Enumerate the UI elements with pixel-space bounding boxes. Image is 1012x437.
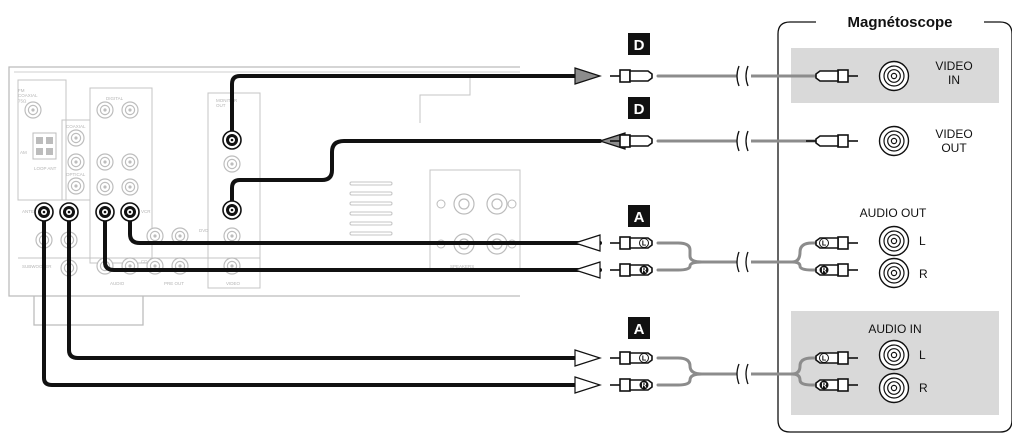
vcr-video-in-jack	[878, 60, 910, 92]
label-antenna: ANTENNA	[22, 209, 44, 214]
audio-out-r-label: R	[919, 267, 928, 281]
plug-mark-l: L	[822, 241, 827, 248]
label-optical: OPTICAL	[66, 172, 86, 177]
audio-in-l-label: L	[919, 348, 926, 362]
plug-mark-r: R	[821, 383, 826, 390]
audio-out-label: AUDIO OUT	[860, 206, 927, 220]
plug-mark-l: L	[822, 356, 827, 363]
badge-audio-in: A	[634, 321, 645, 338]
vcr-audio-in-l-jack	[878, 339, 910, 371]
vcr-video-out-jack	[878, 125, 910, 157]
audio-in-l-cable	[67, 210, 582, 360]
vcr-title: Magnétoscope	[847, 14, 952, 31]
plug-mark-r: R	[641, 383, 646, 390]
label-video: VIDEO	[226, 281, 241, 286]
badge-audio-out: A	[634, 209, 645, 226]
label-speakers: SPEAKERS	[450, 264, 474, 269]
vcr-audio-out-l-jack	[878, 225, 910, 257]
signal-arrows	[573, 67, 626, 394]
arrow-video-in	[574, 67, 602, 85]
arrow-audio-out-r	[573, 261, 601, 279]
rca-plugs-right	[806, 69, 859, 392]
audio-out-r-cable	[103, 210, 602, 272]
audio-in-r-cable	[42, 210, 582, 387]
label-dvd: DVD	[199, 228, 209, 233]
badge-video-out: D	[634, 101, 645, 118]
vcr-audio-out-r-jack	[878, 257, 910, 289]
label-cd: CD	[141, 259, 148, 264]
plug-mark-l: L	[642, 241, 647, 248]
video-out-cable	[230, 139, 602, 212]
label-am: AM	[20, 150, 27, 155]
label-vcr: VCR	[141, 209, 151, 214]
receiver-monitor-out-jack	[222, 130, 242, 150]
label-loop-ant: LOOP ANT	[34, 166, 57, 171]
label-digital: DIGITAL	[106, 96, 124, 101]
arrow-audio-out-l	[573, 234, 601, 252]
vcr-audio-in-r-jack	[878, 372, 910, 404]
audio-out-l-label: L	[919, 234, 926, 248]
label-subwoofer: SUBWOOFER	[22, 264, 52, 269]
label-audio: AUDIO	[110, 281, 125, 286]
plug-mark-r: R	[821, 268, 826, 275]
receiver-vcr-audio-in-r-jack	[95, 202, 115, 222]
plug-mark-l: L	[642, 356, 647, 363]
video-in-cable	[230, 74, 582, 142]
receiver-vcr-video-in-jack	[222, 200, 242, 220]
arrow-audio-in-r	[574, 376, 602, 394]
plug-marks: L R L R L R L R	[639, 238, 829, 390]
badge-video-in: D	[634, 37, 645, 54]
receiver-vcr-audio-out-r-jack	[34, 202, 54, 222]
receiver-vcr-audio-in-l-jack	[120, 202, 140, 222]
cable-badges: D D A A	[628, 33, 650, 339]
cable-cut-marks	[736, 64, 752, 386]
receiver-vcr-audio-out-l-jack	[59, 202, 79, 222]
audio-in-label: AUDIO IN	[868, 322, 921, 336]
label-coaxial: COAXIAL	[66, 124, 86, 129]
arrow-audio-in-l	[574, 349, 602, 367]
label-pre-out: PRE OUT	[164, 281, 184, 286]
audio-in-r-label: R	[919, 381, 928, 395]
audio-out-l-cable	[128, 210, 602, 245]
plug-mark-r: R	[641, 268, 646, 275]
